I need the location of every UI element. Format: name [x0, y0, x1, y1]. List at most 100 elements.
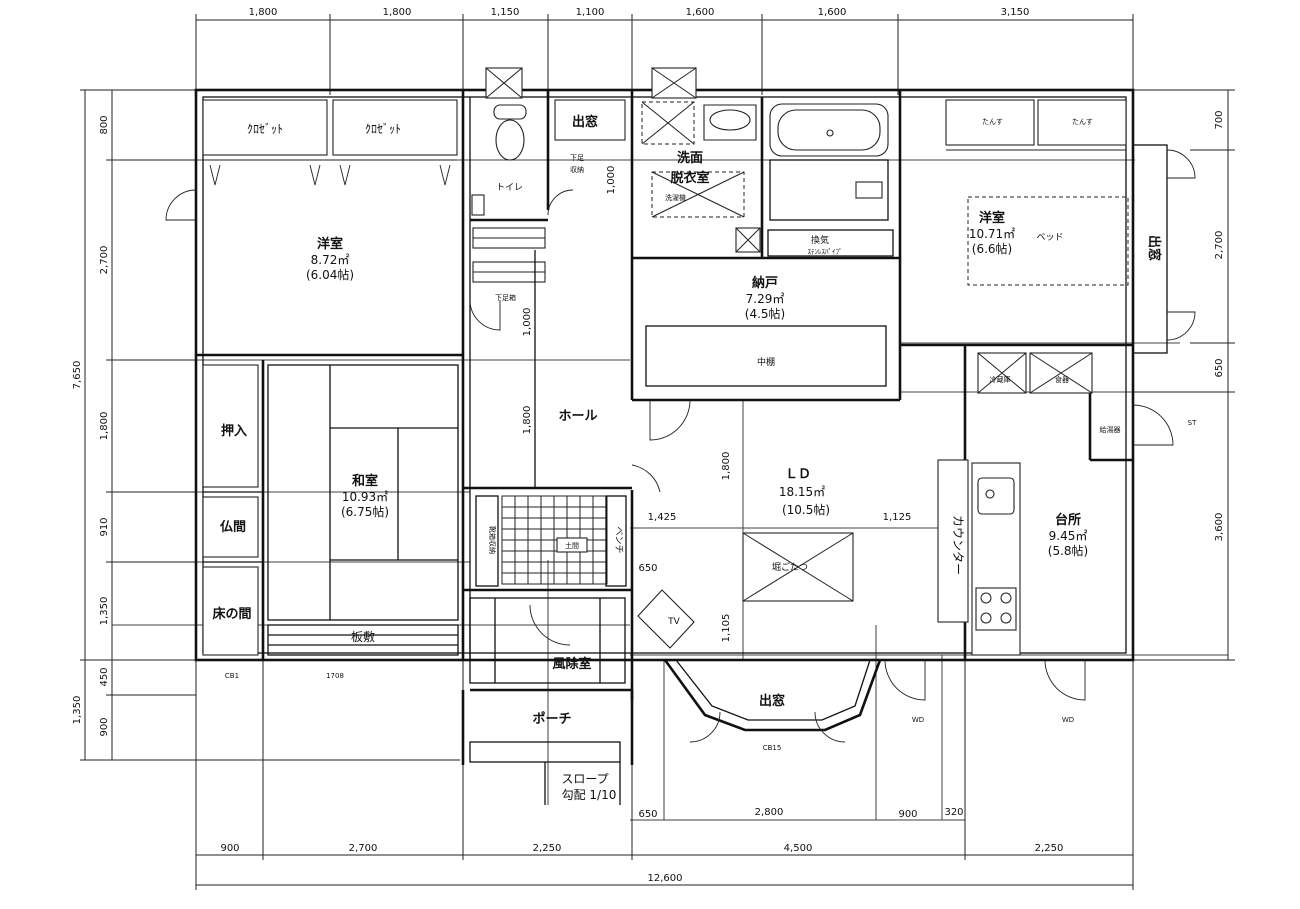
- dim-left-total: 7,650: [72, 361, 83, 390]
- dim-right-2: 2,700: [1214, 231, 1225, 260]
- western2-area: 10.71㎡: [969, 227, 1015, 241]
- dim-ld-2: 1,125: [883, 512, 912, 523]
- western1-tatami: (6.04帖): [306, 267, 354, 282]
- dim-top-6: 1,600: [818, 7, 847, 18]
- shunou-label: 収納: [570, 165, 584, 174]
- tokonoma-label: 床の間: [212, 606, 251, 622]
- western2-tatami: (6.6帖): [972, 241, 1012, 256]
- kyutoki-label: 給湯器: [1100, 425, 1121, 434]
- bottom-dimensions: 900 2,700 2,250 4,500 2,250 12,600: [195, 660, 1134, 890]
- right-dimensions: 700 2,700 650 3,600: [1133, 89, 1235, 661]
- horikotatsu-label: 堀ごたつ: [772, 561, 808, 573]
- demado-top-label: 出窓: [572, 114, 598, 130]
- small-label-1: CB1: [225, 672, 239, 680]
- pipe-label: 換気: [811, 234, 829, 246]
- dim-hall-3: 1,000: [606, 166, 617, 195]
- dim-ld-3: 1,800: [721, 452, 732, 481]
- dim-left-total-2: 1,350: [72, 696, 83, 725]
- nando-room: 納戸 7.29㎡ (4.5帖) 中棚: [645, 275, 887, 387]
- small-label-5: ST: [1188, 419, 1197, 427]
- washitsu-area: 10.93㎡: [342, 490, 388, 504]
- sentaku-label: 洗濯機: [665, 193, 686, 202]
- porch-label: ポーチ: [532, 711, 571, 727]
- tsuyu-label: 下足箱: [495, 293, 516, 302]
- dim-top-5: 1,600: [686, 7, 715, 18]
- nando-name: 納戸: [752, 275, 778, 291]
- kitchen-name: 台所: [1055, 512, 1081, 528]
- ld-room: ＬＤ 18.15㎡ (10.5帖) 堀ごたつ TV 1,425 1,125 1,…: [631, 399, 926, 743]
- hall-area: ホール 1,800 1,000 1,000: [522, 166, 617, 488]
- walls: [194, 88, 1135, 765]
- dim-lower-1: 650: [638, 809, 657, 820]
- nando-tatami: (4.5帖): [745, 306, 785, 321]
- genkan-kutsu-label: 靴箱収納: [488, 526, 497, 554]
- dim-left-3: 1,800: [99, 412, 110, 441]
- furo-shitsu-label: 風除室: [552, 656, 591, 672]
- closet-label-1: ｸﾛｾﾞｯﾄ: [247, 122, 283, 136]
- slope-label: スロープ: [561, 772, 608, 786]
- dim-lower-4: 320: [944, 807, 963, 818]
- hall-label: ホール: [558, 409, 597, 424]
- itajiki-label: 板敷: [351, 629, 375, 644]
- ld-tatami: (10.5帖): [782, 502, 830, 517]
- toilet-label: トイレ: [496, 183, 523, 193]
- dim-ld-1: 1,425: [648, 512, 677, 523]
- dim-ld-5: 650: [638, 563, 657, 574]
- dim-top-2: 1,800: [383, 7, 412, 18]
- dim-hall-1: 1,800: [522, 406, 533, 435]
- small-label-2: 1708: [326, 672, 344, 680]
- closet-label-2: ｸﾛｾﾞｯﾄ: [365, 122, 401, 136]
- dim-ld-4: 1,105: [721, 614, 732, 643]
- ld-area: 18.15㎡: [779, 485, 825, 499]
- dim-right-3: 650: [1214, 358, 1225, 377]
- kitchen-tatami: (5.8帖): [1048, 543, 1088, 558]
- western-room-1: ｸﾛｾﾞｯﾄ ｸﾛｾﾞｯﾄ 洋室 8.72㎡ (6.04帖): [165, 99, 458, 282]
- dim-bottom-1: 900: [220, 843, 239, 854]
- western1-name: 洋室: [317, 236, 343, 252]
- dim-hall-2: 1,000: [522, 308, 533, 337]
- chudan-label: 中棚: [757, 356, 775, 368]
- dim-left-6: 450: [99, 667, 110, 686]
- dim-bottom-3: 2,250: [533, 843, 562, 854]
- western2-name: 洋室: [979, 210, 1005, 226]
- dim-top-1: 1,800: [249, 7, 278, 18]
- small-label-3: WD: [912, 716, 924, 724]
- washitsu-tatami: (6.75帖): [341, 504, 389, 519]
- ld-name: ＬＤ: [785, 467, 811, 482]
- dim-top-3: 1,150: [491, 7, 520, 18]
- japanese-room: 押入 仏間 床の間 和室 10.93㎡ (6.75帖) 板敷: [202, 364, 459, 656]
- dim-bottom-4: 4,500: [784, 843, 813, 854]
- dim-lower-2: 2,800: [755, 807, 784, 818]
- demado-bottom-label: 出窓: [759, 693, 785, 709]
- tv-label: TV: [667, 617, 680, 627]
- demado-right-label: 出窓: [1146, 235, 1162, 261]
- shoes-label: 下足: [570, 154, 584, 162]
- toilet-area: トイレ 出窓 下足 収納 下足箱: [469, 67, 626, 331]
- dim-lower-3: 900: [898, 809, 917, 820]
- senmen2-label: 脱衣室: [670, 170, 709, 186]
- washitsu-name: 和室: [352, 473, 378, 489]
- small-label-4: WD: [1062, 716, 1074, 724]
- pipe2-label: ｽﾃﾝﾚｽﾊﾟｲﾌﾟ: [808, 248, 843, 256]
- genkan-label: 土間: [565, 541, 579, 550]
- dim-right-1: 700: [1214, 110, 1225, 129]
- dim-left-7: 900: [99, 717, 110, 736]
- dim-total: 12,600: [648, 873, 683, 884]
- dim-bottom-5: 2,250: [1035, 843, 1064, 854]
- dim-top-4: 1,100: [576, 7, 605, 18]
- wash-bath-area: 洗面 脱衣室 洗濯機 換気 ｽﾃﾝﾚｽﾊﾟｲﾌﾟ: [641, 67, 894, 257]
- dim-right-4: 3,600: [1214, 513, 1225, 542]
- dim-left-2: 2,700: [99, 246, 110, 275]
- western1-area: 8.72㎡: [311, 253, 350, 267]
- dim-left-4: 910: [99, 517, 110, 536]
- kitchen-area: 9.45㎡: [1049, 529, 1088, 543]
- dim-top-7: 3,150: [1001, 7, 1030, 18]
- small-label-6: CB15: [763, 744, 782, 752]
- oshiire-label: 押入: [221, 423, 247, 439]
- bench-label: ベンチ: [613, 526, 624, 553]
- dim-left-5: 1,350: [99, 597, 110, 626]
- butsuma-label: 仏間: [220, 520, 246, 535]
- nando-area: 7.29㎡: [746, 292, 785, 306]
- dim-left-1: 800: [99, 115, 110, 134]
